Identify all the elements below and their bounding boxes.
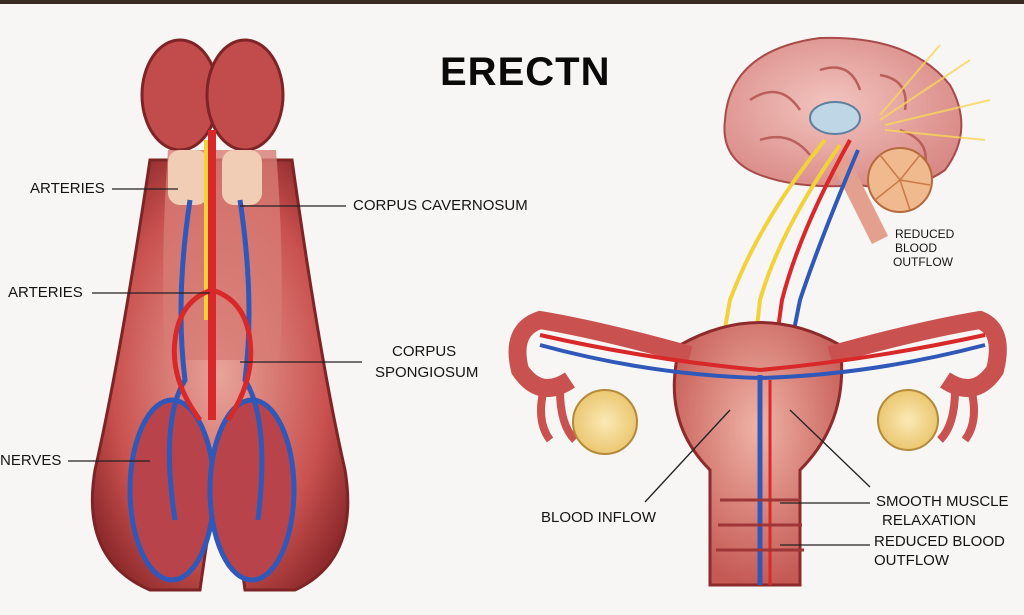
left-fimbriae (537, 383, 578, 443)
label-arteries-lower: ARTERIES (8, 284, 83, 301)
nerve-cord-2 (753, 143, 842, 346)
label-reduced-outflow-line1: REDUCED BLOOD (874, 533, 1005, 550)
label-nerves: NERVES (0, 452, 62, 469)
label-corpus-spongiosum-line1: CORPUS (392, 343, 457, 360)
right-fimbriae (937, 383, 978, 443)
brainstem (831, 155, 889, 245)
uterine-artery (539, 333, 986, 373)
label-arteries-upper: ARTERIES (30, 180, 105, 197)
corpus-cavernosum-left-top (168, 150, 208, 205)
right-artery-branch (211, 287, 254, 422)
smooth-muscle-leader (789, 409, 871, 488)
label-reduced-outflow-line2: OUTFLOW (874, 552, 949, 569)
right-fallopian-tube (827, 310, 1007, 397)
page-title: ERECTN (440, 50, 611, 94)
right-ovary (877, 389, 939, 451)
left-leader-lines (68, 188, 362, 462)
brain-glow-rays (879, 44, 991, 141)
vein-cord (788, 149, 860, 351)
label-reduced-outflow-brain-line2: BLOOD (895, 241, 938, 255)
artery-cord (773, 139, 852, 351)
label-smooth-muscle-line2: RELAXATION (882, 512, 976, 529)
left-ovary (572, 389, 638, 455)
vaginal-rugae (716, 498, 804, 552)
top-border-strip (0, 0, 1024, 4)
left-artery-branch (171, 287, 213, 422)
corpus-cavernosum-right-top (222, 150, 262, 205)
glans-right-lobe (205, 38, 285, 152)
label-blood-inflow: BLOOD INFLOW (541, 509, 657, 526)
uterus-illustration (508, 310, 1007, 587)
label-smooth-muscle-line1: SMOOTH MUSCLE (876, 493, 1009, 510)
label-reduced-outflow-brain-line3: OUTFLOW (893, 255, 953, 269)
label-corpus-cavernosum: CORPUS CAVERNOSUM (353, 197, 528, 214)
brain-folds (749, 66, 927, 166)
right-bulb (207, 397, 297, 583)
thalamus (809, 101, 861, 135)
descending-pathways (720, 138, 860, 351)
left-fallopian-tube (508, 310, 693, 397)
nerve-cord-1 (720, 138, 827, 346)
right-leader-lines (644, 409, 871, 546)
label-corpus-spongiosum-line2: SPONGIOSUM (375, 364, 479, 381)
blood-inflow-leader (644, 409, 731, 503)
penis-cross-section (90, 38, 350, 592)
cerebellum-rays (874, 154, 931, 211)
left-vein (166, 199, 193, 521)
label-reduced-outflow-brain-line1: REDUCED (895, 227, 955, 241)
brain-illustration (723, 36, 991, 245)
